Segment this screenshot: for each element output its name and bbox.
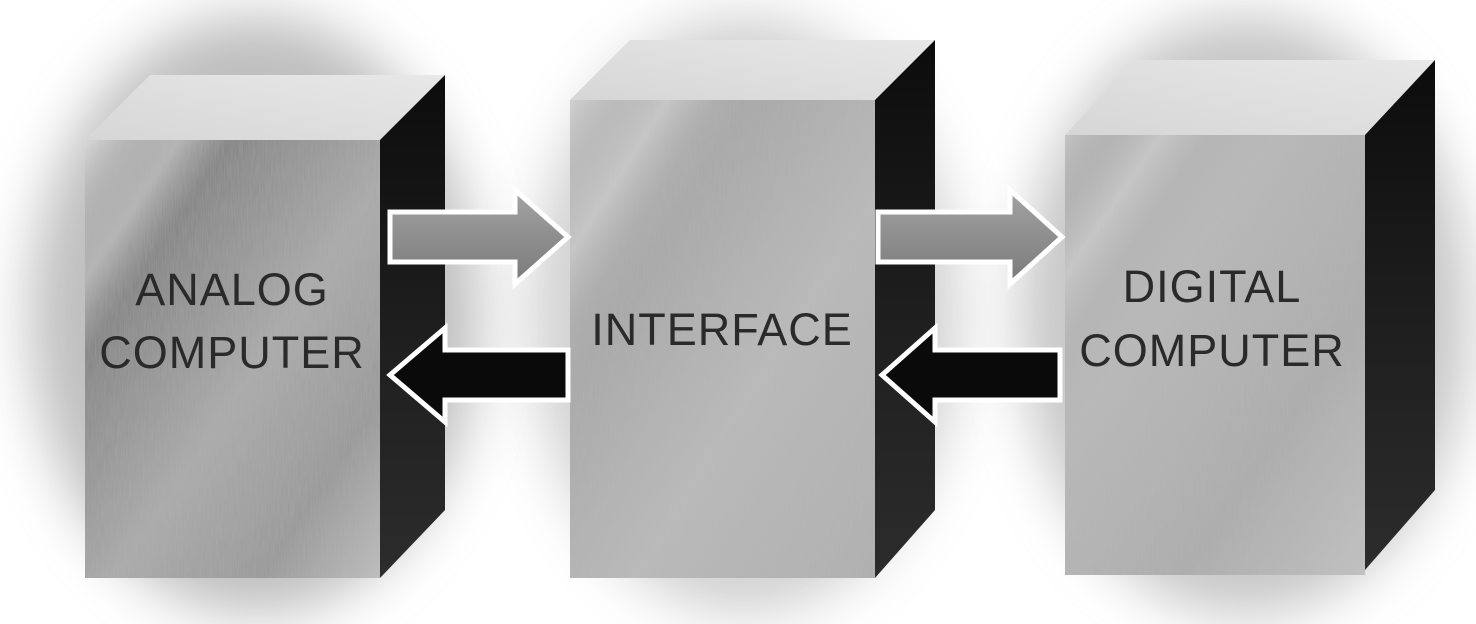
- block-label-line: INTERFACE: [591, 304, 853, 355]
- left-arrow-icon: [386, 322, 571, 428]
- block-grain: [570, 100, 875, 578]
- block-label-line: ANALOG: [135, 264, 329, 315]
- right-arrow-icon: [875, 184, 1066, 290]
- block-top-face: [570, 40, 935, 100]
- block-label-line: DIGITAL: [1123, 261, 1302, 312]
- block-interface: INTERFACE: [570, 40, 935, 578]
- left-arrow-icon: [878, 322, 1063, 428]
- block-side-face: [380, 75, 445, 578]
- block-side-face: [1365, 60, 1435, 570]
- block-label-line: COMPUTER: [99, 327, 365, 378]
- right-arrow-icon: [387, 184, 572, 290]
- block-grain: [85, 140, 380, 578]
- block-grain: [1065, 135, 1365, 575]
- arrows: [386, 184, 1066, 428]
- block-side-face: [875, 40, 935, 578]
- block-top-face: [85, 75, 445, 140]
- block-top-face: [1065, 60, 1435, 135]
- block-label-line: COMPUTER: [1079, 325, 1345, 376]
- block-analog-computer: ANALOG COMPUTER: [85, 75, 445, 578]
- block-digital-computer: DIGITAL COMPUTER: [1065, 60, 1435, 575]
